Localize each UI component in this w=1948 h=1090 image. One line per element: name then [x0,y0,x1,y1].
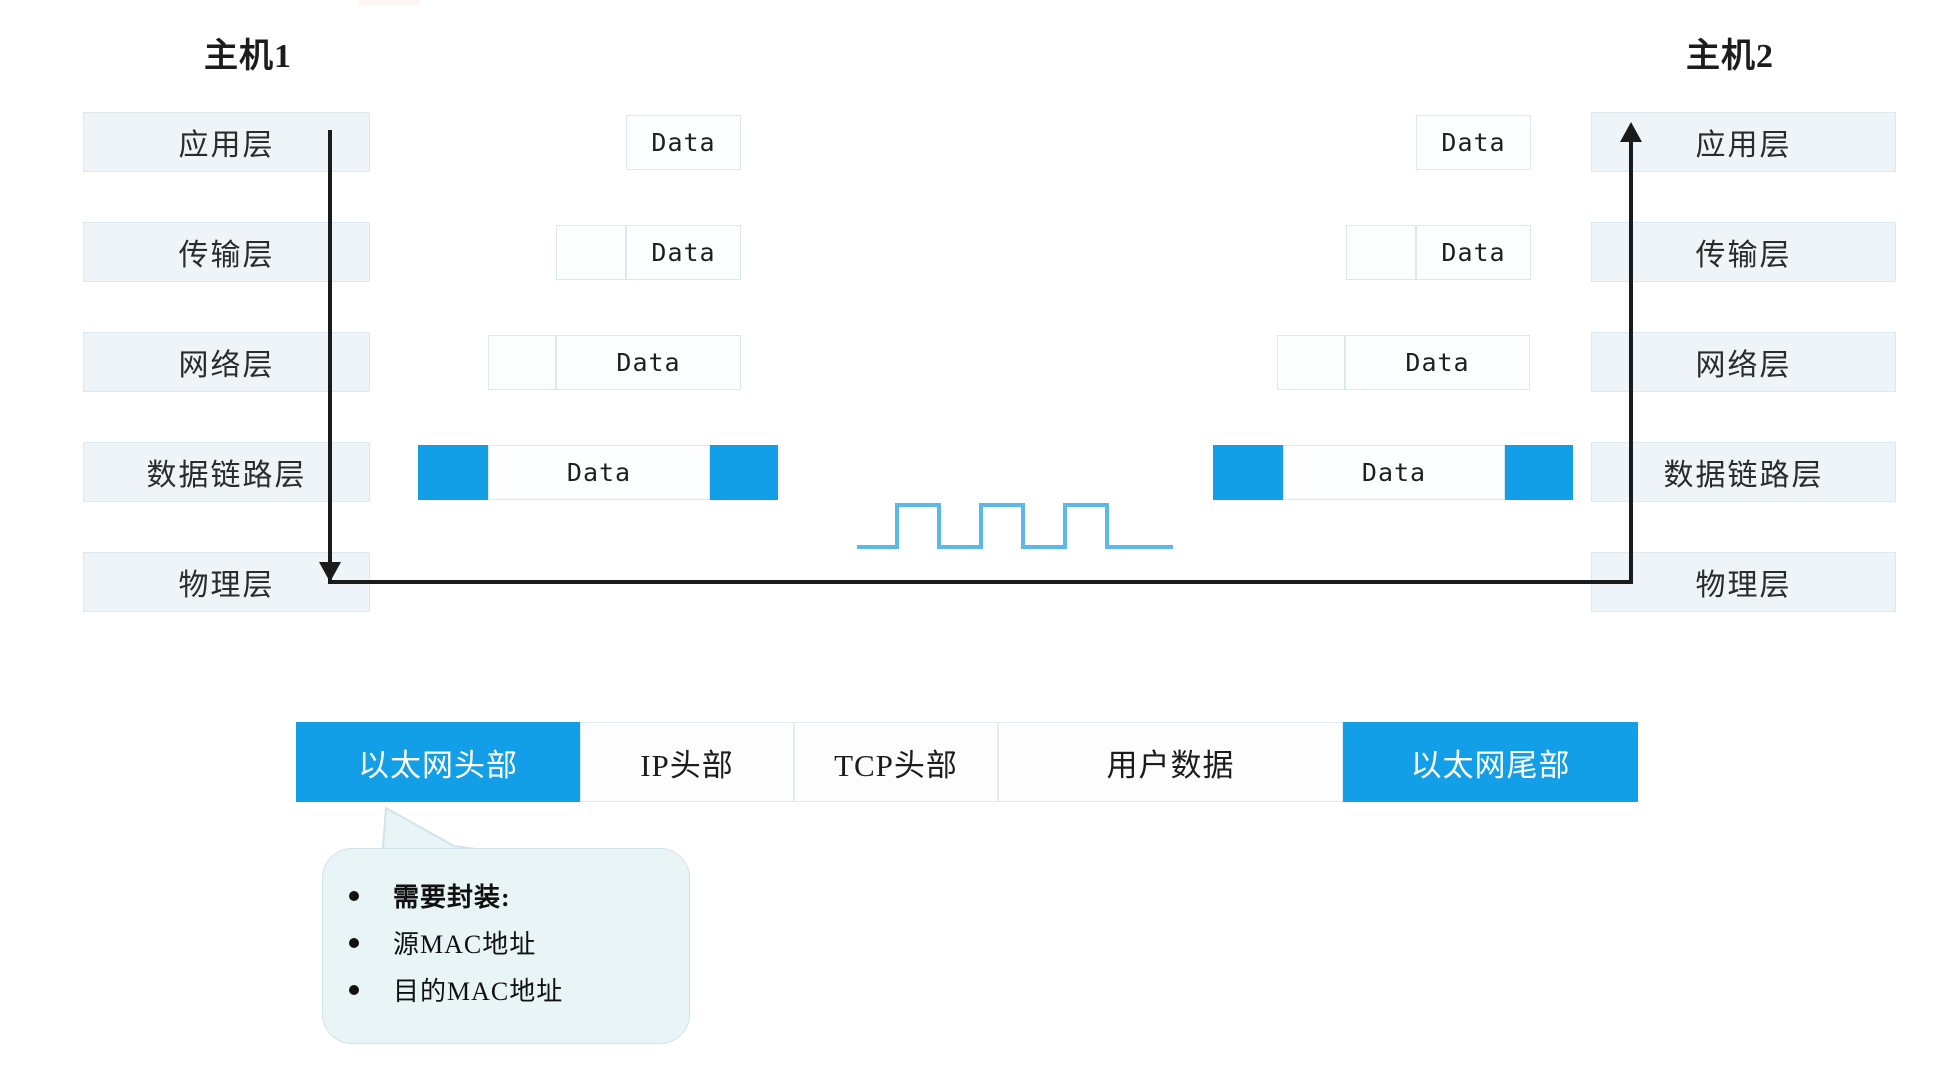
frame-cell-ethernet-trailer[interactable]: 以太网尾部 [1343,722,1638,802]
packet-segment-header [1346,225,1416,280]
host2-title: 主机2 [1686,38,1774,75]
frame-cell-ethernet-header[interactable]: 以太网头部 [296,722,580,802]
callout-item-label: 需要封装: [393,883,511,912]
flow-arrow-left-head-icon [319,562,341,582]
packet-segment-ethernet-trailer [710,445,778,500]
layer-box-left-application[interactable]: 应用层 [83,112,370,172]
packet-segment-header [488,335,556,390]
packet-right-network: Data [1277,335,1530,390]
frame-cell-label: TCP头部 [834,747,958,783]
packet-segment-ethernet-header [418,445,488,500]
square-wave-signal [855,495,1175,555]
frame-cell-label: IP头部 [640,747,734,783]
frame-cell-label: 用户数据 [1106,747,1235,783]
layer-box-right-transport[interactable]: 传输层 [1591,222,1896,282]
frame-structure-bar: 以太网头部 IP头部 TCP头部 用户数据 以太网尾部 [296,722,1638,802]
flow-arrow-left-vertical [328,130,332,580]
layer-label: 物理层 [178,569,275,602]
frame-cell-user-data[interactable]: 用户数据 [998,722,1343,802]
packet-segment-header [1277,335,1345,390]
callout-item-label: 源MAC地址 [393,930,537,959]
flow-arrow-medium-horizontal [328,580,1633,584]
packet-left-datalink: Data [418,445,778,500]
layer-box-right-physical[interactable]: 物理层 [1591,552,1896,612]
packet-segment-header [556,225,626,280]
packet-segment-data: Data [626,225,741,280]
flow-arrow-right-head-icon [1620,122,1642,142]
callout-bubble: 需要封装: 源MAC地址 目的MAC地址 [322,848,690,1044]
layer-label: 物理层 [1695,569,1792,602]
packet-segment-data: Data [1283,445,1505,500]
packet-left-application: Data [626,115,741,170]
bullet-icon [349,937,359,948]
frame-cell-label: 以太网尾部 [1410,747,1571,783]
packet-left-network: Data [488,335,741,390]
callout-item: 源MAC地址 [349,924,663,961]
layer-label: 传输层 [1695,239,1792,272]
layer-box-left-transport[interactable]: 传输层 [83,222,370,282]
frame-cell-tcp-header[interactable]: TCP头部 [794,722,998,802]
flow-arrow-right-vertical [1629,140,1633,584]
layer-box-left-datalink[interactable]: 数据链路层 [83,442,370,502]
layer-label: 数据链路层 [146,459,307,492]
layer-label: 数据链路层 [1663,459,1824,492]
layer-label: 应用层 [178,129,275,162]
packet-segment-data: Data [1416,225,1531,280]
bullet-icon [349,890,359,901]
packet-segment-data: Data [1345,335,1530,390]
callout-item-label: 目的MAC地址 [393,977,564,1006]
layer-box-right-application[interactable]: 应用层 [1591,112,1896,172]
packet-right-datalink: Data [1213,445,1573,500]
packet-segment-data: Data [556,335,741,390]
frame-cell-label: 以太网头部 [358,747,518,783]
layer-label: 网络层 [178,349,275,382]
top-edge-artifact [358,0,420,6]
layer-box-left-physical[interactable]: 物理层 [83,552,370,612]
layer-box-right-datalink[interactable]: 数据链路层 [1591,442,1896,502]
packet-segment-data: Data [1416,115,1531,170]
packet-segment-data: Data [488,445,710,500]
bullet-icon [349,984,359,995]
layer-label: 应用层 [1695,129,1792,162]
frame-cell-ip-header[interactable]: IP头部 [580,722,794,802]
packet-left-transport: Data [556,225,741,280]
layer-label: 网络层 [1695,349,1792,382]
callout-item: 目的MAC地址 [349,971,663,1008]
layer-box-right-network[interactable]: 网络层 [1591,332,1896,392]
packet-segment-data: Data [626,115,741,170]
layer-box-left-network[interactable]: 网络层 [83,332,370,392]
packet-right-application: Data [1416,115,1531,170]
packet-segment-ethernet-trailer [1505,445,1573,500]
layer-label: 传输层 [178,239,275,272]
packet-segment-ethernet-header [1213,445,1283,500]
packet-right-transport: Data [1346,225,1531,280]
host1-title: 主机1 [204,38,292,75]
callout-item: 需要封装: [349,877,663,914]
